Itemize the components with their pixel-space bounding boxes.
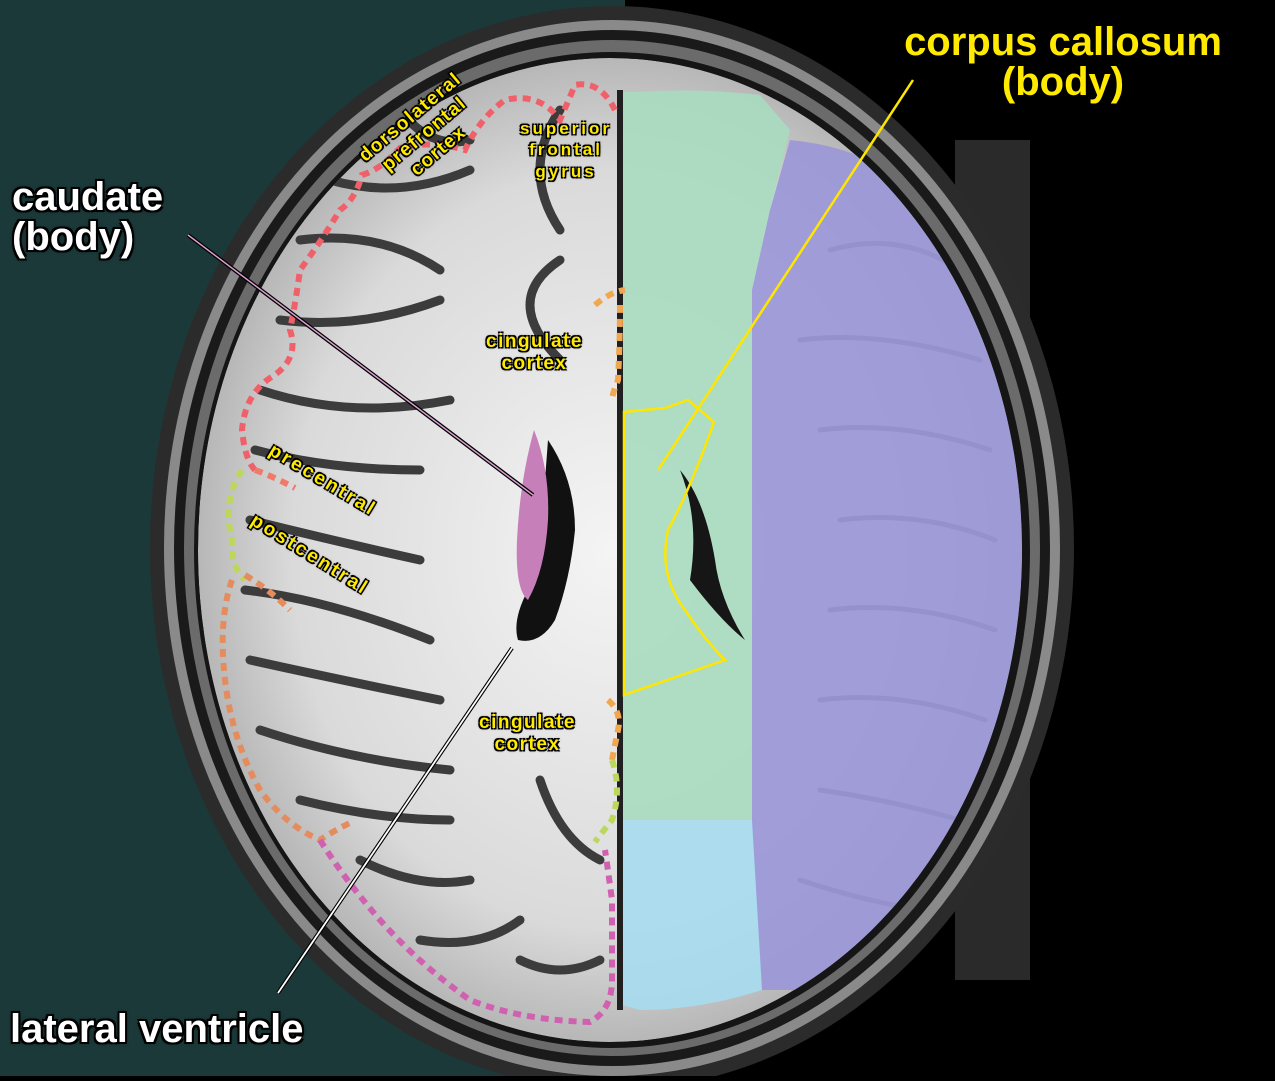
sfg-line1: superior [520,118,612,139]
caudate-label-line1: caudate [12,177,163,217]
cingulate-cortex-lower-label: cingulate cortex [479,712,576,756]
sfg-line2: frontal [520,139,612,160]
cing2-line2: cortex [479,734,576,756]
cingulate-cortex-upper-label: cingulate cortex [486,331,583,375]
parietal-medial-region [622,820,762,1010]
corpus-callosum-label-line1: corpus callosum [868,22,1258,62]
cing1-line2: cortex [486,353,583,375]
corpus-callosum-label-line2: (body) [868,62,1258,102]
sfg-line3: gyrus [520,161,612,182]
cing2-line1: cingulate [479,712,576,734]
caudate-label-line2: (body) [12,217,163,257]
cing1-line1: cingulate [486,331,583,353]
corpus-callosum-label: corpus callosum (body) [868,22,1258,102]
caudate-label: caudate (body) [12,177,163,257]
lateral-ventricle-label: lateral ventricle [10,1009,304,1049]
superior-frontal-gyrus-label: superior frontal gyrus [520,118,612,182]
